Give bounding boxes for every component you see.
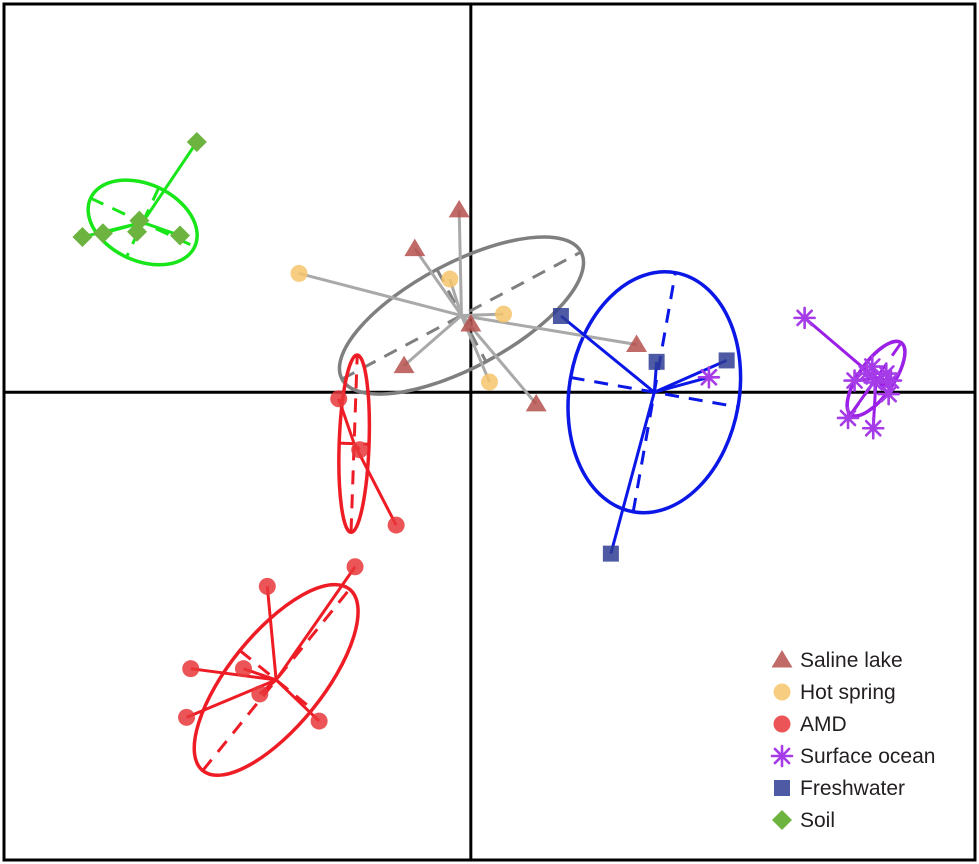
saline-lake-point: [525, 393, 547, 412]
hot-spring-point: [441, 270, 459, 288]
asterisk-stroke: [773, 747, 791, 765]
spoke-line: [190, 667, 277, 682]
legend-label-hot-spring: Hot spring: [800, 681, 896, 704]
surface-ocean-point: [843, 369, 866, 392]
spoke-line: [609, 391, 656, 555]
ellipse-group-2: [192, 582, 360, 778]
hot-spring-point: [495, 305, 513, 323]
legend-item-saline-lake: Saline lake: [771, 649, 903, 672]
hot-spring-point: [481, 373, 498, 391]
asterisk-stroke: [882, 372, 900, 389]
ellipse-major-axis: [341, 250, 582, 381]
legend-label-saline-lake: Saline lake: [800, 649, 903, 672]
ellipse-major-axis: [349, 354, 359, 533]
ellipse-minor-axis: [125, 187, 161, 258]
legend-item-freshwater: Freshwater: [774, 777, 905, 800]
amd-point: [387, 516, 405, 534]
saline-lake-point: [626, 334, 648, 353]
soil-point: [127, 221, 148, 242]
hot-spring-point: [290, 264, 308, 282]
legend-marker-surface-ocean: [770, 744, 794, 768]
soil-point: [92, 223, 113, 244]
spoke-line: [653, 359, 728, 394]
spoke-line: [803, 316, 878, 380]
spoke-line: [653, 375, 710, 394]
saline-lake-point: [448, 199, 470, 218]
surface-ocean-point: [861, 416, 885, 440]
spoke-line: [461, 314, 637, 347]
asterisk-stroke: [877, 365, 895, 382]
centroid-spokes: [82, 141, 892, 723]
surface-ocean-point: [863, 371, 886, 394]
asterisk-stroke: [858, 365, 876, 382]
surface-ocean-point: [836, 406, 860, 430]
asterisk-stroke: [700, 368, 718, 386]
amd-point: [234, 660, 252, 678]
surface-ocean-point: [877, 382, 900, 406]
soil-point: [169, 225, 190, 246]
legend-item-hot-spring: Hot spring: [773, 681, 896, 704]
spoke-line: [298, 271, 462, 317]
amd-point: [346, 558, 364, 576]
spoke-line: [413, 247, 463, 317]
surface-ocean-point: [793, 306, 816, 330]
legend-item-surface-ocean: Surface ocean: [770, 744, 935, 768]
saline-lake-point: [393, 355, 415, 374]
amd-point: [330, 390, 348, 408]
legend-item-soil: Soil: [772, 809, 835, 832]
saline-lake-point: [460, 313, 482, 332]
legend-marker-hot-spring: [773, 683, 791, 701]
legend-label-soil: Soil: [800, 809, 835, 832]
saline-lake-point: [404, 238, 426, 257]
freshwater-point: [718, 352, 735, 369]
asterisk-stroke: [864, 419, 882, 437]
asterisk-stroke: [846, 372, 863, 389]
amd-point: [310, 712, 328, 730]
freshwater-point: [648, 353, 665, 370]
legend-label-surface-ocean: Surface ocean: [800, 745, 935, 768]
soil-point: [186, 131, 207, 152]
freshwater-point: [602, 545, 619, 562]
amd-point: [351, 441, 369, 459]
legend-label-amd: AMD: [800, 713, 847, 736]
surface-ocean-point: [697, 365, 721, 389]
surface-ocean-point: [879, 369, 903, 392]
legend-label-freshwater: Freshwater: [800, 777, 905, 800]
spoke-line: [559, 314, 656, 394]
legend-marker-amd: [773, 715, 791, 733]
soil-point: [72, 226, 93, 247]
amd-point: [178, 708, 196, 726]
asterisk-stroke: [866, 374, 884, 391]
data-points: [72, 131, 903, 730]
spoke-line: [457, 209, 463, 316]
group-ellipses: [86, 178, 907, 778]
asterisk-stroke: [880, 385, 898, 403]
legend-item-amd: AMD: [773, 713, 847, 736]
legend-marker-freshwater: [774, 780, 790, 796]
amd-point: [258, 577, 276, 595]
spoke-line: [274, 565, 357, 681]
ellipse-major-axis: [849, 341, 903, 416]
ellipse-minor-axis: [238, 649, 314, 711]
spoke-line: [265, 586, 278, 681]
asterisk-stroke: [839, 409, 857, 427]
asterisk-stroke: [796, 309, 813, 327]
legend-marker-saline-lake: [771, 650, 793, 668]
spoke-line: [141, 141, 199, 224]
freshwater-point: [552, 307, 569, 324]
ellipse-major-axis: [201, 588, 351, 772]
spoke-line: [403, 314, 463, 367]
spoke-line: [275, 678, 321, 723]
spoke-line: [82, 220, 143, 239]
legend-marker-soil: [772, 810, 792, 830]
amd-point: [182, 660, 200, 678]
amd-point: [251, 685, 269, 703]
